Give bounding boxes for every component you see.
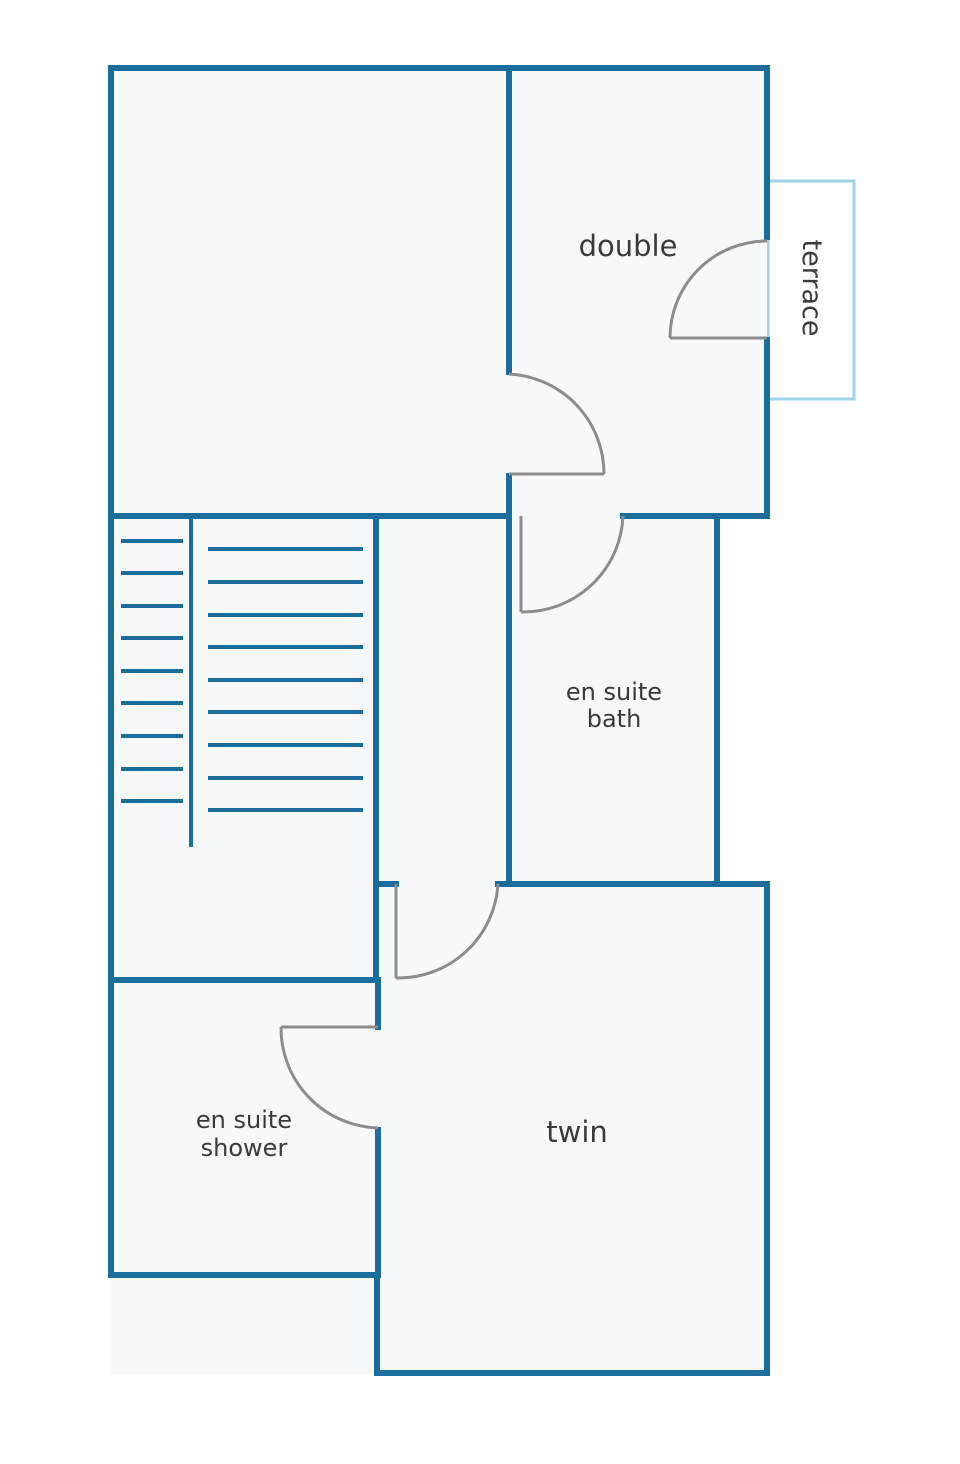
walls (108, 65, 770, 1376)
floor-fills (111, 68, 767, 1374)
room-label-twin: twin (546, 1115, 608, 1149)
door-twin (394, 883, 500, 980)
room-label-en-suite-bath-line2: bath (587, 705, 642, 733)
room-label-en-suite-shower-line1: en suite (196, 1106, 292, 1134)
room-label-double: double (579, 229, 678, 263)
door-en-suite-bath (519, 515, 625, 614)
terrace-outline (766, 179, 856, 401)
outer-wall (108, 65, 770, 240)
room-label-en-suite-bath-line1: en suite (566, 678, 662, 706)
door-en-suite-shower (279, 1025, 379, 1130)
room-label-en-suite-shower-line2: shower (201, 1134, 288, 1162)
room-label-terrace: terrace (796, 240, 827, 337)
door-double (508, 372, 606, 476)
doors (279, 239, 768, 1130)
door-terrace (668, 239, 768, 340)
stair-treads (121, 539, 363, 812)
